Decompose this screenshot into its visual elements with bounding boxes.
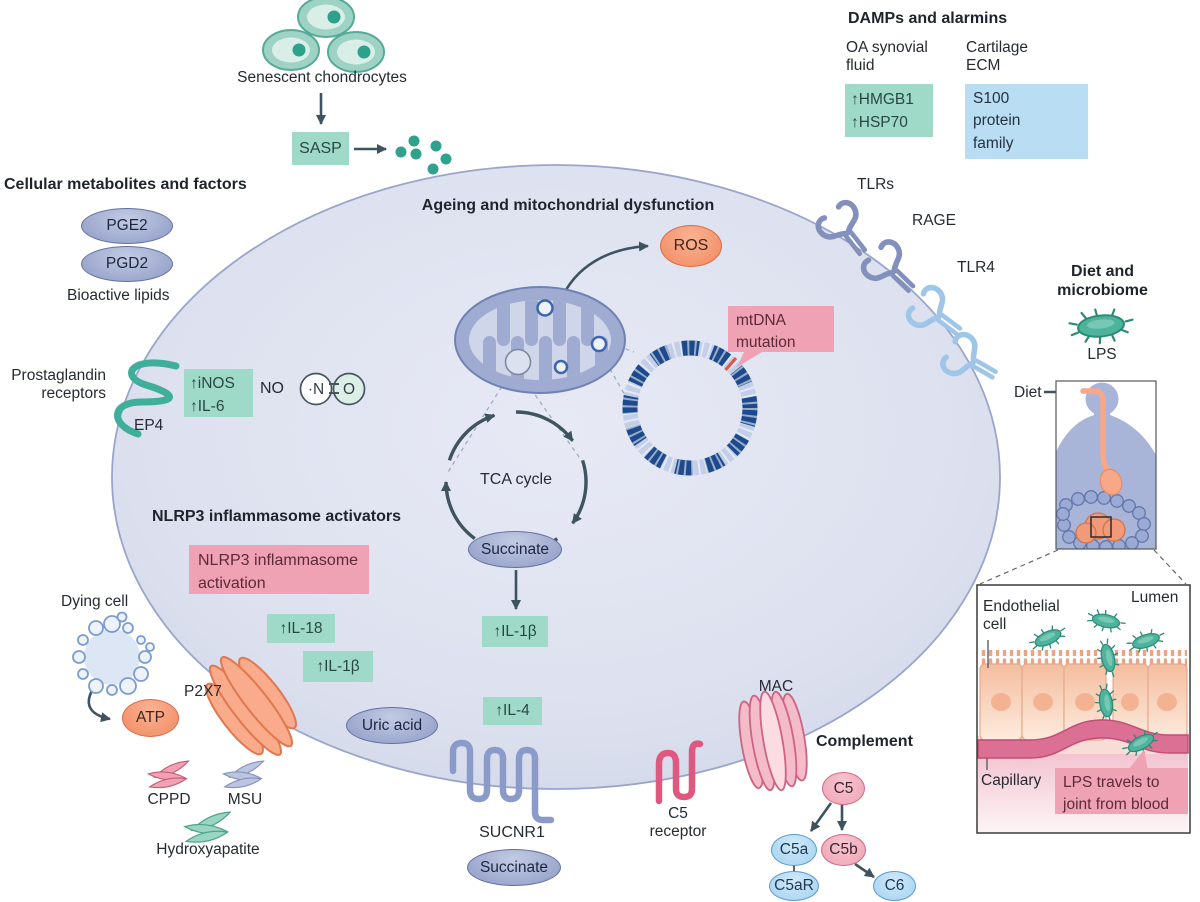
c5ar-node: C5aR <box>769 871 819 901</box>
nlrp3-activation-box: NLRP3 inflammasome activation <box>189 545 369 594</box>
damps-title: DAMPs and alarmins <box>848 10 1008 27</box>
pgd2-node: PGD2 <box>81 246 173 282</box>
c5-node: C5 <box>822 772 865 805</box>
sucnr1-receptor-icon <box>449 739 555 824</box>
mac-label: MAC <box>758 678 794 695</box>
il4-box: ↑IL-4 <box>483 697 542 725</box>
succinate-bottom-node: Succinate <box>467 849 561 886</box>
senescent-chondrocytes-label: Senescent chondrocytes <box>237 69 407 86</box>
c5-receptor-label: C5 receptor <box>649 805 707 841</box>
dying-cell-label: Dying cell <box>61 593 129 610</box>
cppd-label: CPPD <box>147 791 191 808</box>
cppd-crystals-icon <box>147 758 192 790</box>
tca-cycle-label: TCA cycle <box>479 471 552 488</box>
pge2-node: PGE2 <box>81 208 173 244</box>
msu-crystals-icon <box>222 758 267 790</box>
diet-microbiome-title: Diet and microbiome <box>1057 263 1148 299</box>
il1b-left-box: ↑IL-1β <box>303 651 373 682</box>
sucnr1-label: SUCNR1 <box>479 824 545 841</box>
cartilage-ecm-label: Cartilage ECM <box>966 39 1029 75</box>
endothelial-cell-label: Endothelial cell <box>983 598 1060 634</box>
c5a-node: C5a <box>771 834 817 866</box>
hydroxyapatite-crystals-icon <box>183 809 234 844</box>
ep4-receptor-icon <box>114 359 180 438</box>
msu-label: MSU <box>227 791 263 808</box>
lps-label: LPS <box>1087 346 1117 363</box>
no-n-atom-label: ·N <box>307 381 325 398</box>
human-body-icon <box>1055 380 1157 550</box>
rage-label: RAGE <box>912 212 956 229</box>
mitochondria-icon <box>454 286 626 394</box>
no-label: NO <box>260 380 284 397</box>
bioactive-lipids-label: Bioactive lipids <box>67 287 170 304</box>
zoom-dashed-lines <box>979 549 1187 585</box>
tlrs-label: TLRs <box>857 176 895 193</box>
il1b-center-box: ↑IL-1β <box>482 616 548 647</box>
lumen-label: Lumen <box>1131 589 1179 606</box>
capillary-band <box>977 719 1189 759</box>
sasp-factor-dots <box>395 135 452 175</box>
oa-synovial-fluid-label: OA synovial fluid <box>846 39 928 75</box>
lps-callout-tail <box>1128 750 1148 770</box>
il18-box: ↑IL-18 <box>267 614 335 643</box>
mtdna-ring-icon <box>622 340 762 476</box>
c6-node: C6 <box>873 871 916 901</box>
nlrp3-title: NLRP3 inflammasome activators <box>152 508 401 525</box>
prostaglandin-receptors-label: Prostaglandin receptors <box>11 367 106 403</box>
lps-bacterium-icon <box>1067 304 1136 348</box>
inos-il6-box: ↑iNOS ↑IL-6 <box>184 369 253 417</box>
no-o-atom-label: O <box>342 381 356 398</box>
dying-cell-icon <box>72 611 155 696</box>
capillary-label: Capillary <box>981 772 1042 789</box>
lps-travels-box: LPS travels to joint from blood <box>1055 768 1188 814</box>
s100-box: S100 protein family <box>965 84 1088 159</box>
ageing-title: Ageing and mitochondrial dysfunction <box>421 197 715 214</box>
oa-markers-box: ↑HMGB1 ↑HSP70 <box>845 84 933 137</box>
no-molecule-icon <box>299 372 366 406</box>
atp-node: ATP <box>122 699 179 737</box>
diet-label: Diet <box>1014 384 1042 401</box>
ros-node: ROS <box>660 225 722 267</box>
sasp-box: SASP <box>292 132 349 165</box>
tlr4-label: TLR4 <box>957 259 995 276</box>
c5-receptor-icon <box>655 740 704 805</box>
senescent-chondrocytes-icon <box>262 0 385 73</box>
hydroxyapatite-label: Hydroxyapatite <box>156 841 260 858</box>
ep4-label: EP4 <box>134 417 164 434</box>
succinate-cycle-node: Succinate <box>468 531 562 568</box>
p2x7-label: P2X7 <box>184 683 222 700</box>
p2x7-channel-icon <box>205 656 297 756</box>
uric-acid-node: Uric acid <box>346 707 438 744</box>
mac-complex-icon <box>738 690 808 792</box>
metabolites-title: Cellular metabolites and factors <box>4 176 247 193</box>
mtdna-callout-tail <box>737 352 762 367</box>
c5b-node: C5b <box>821 834 866 866</box>
mtdna-mutation-callout: mtDNA mutation <box>728 306 834 352</box>
complement-title: Complement <box>816 733 913 750</box>
